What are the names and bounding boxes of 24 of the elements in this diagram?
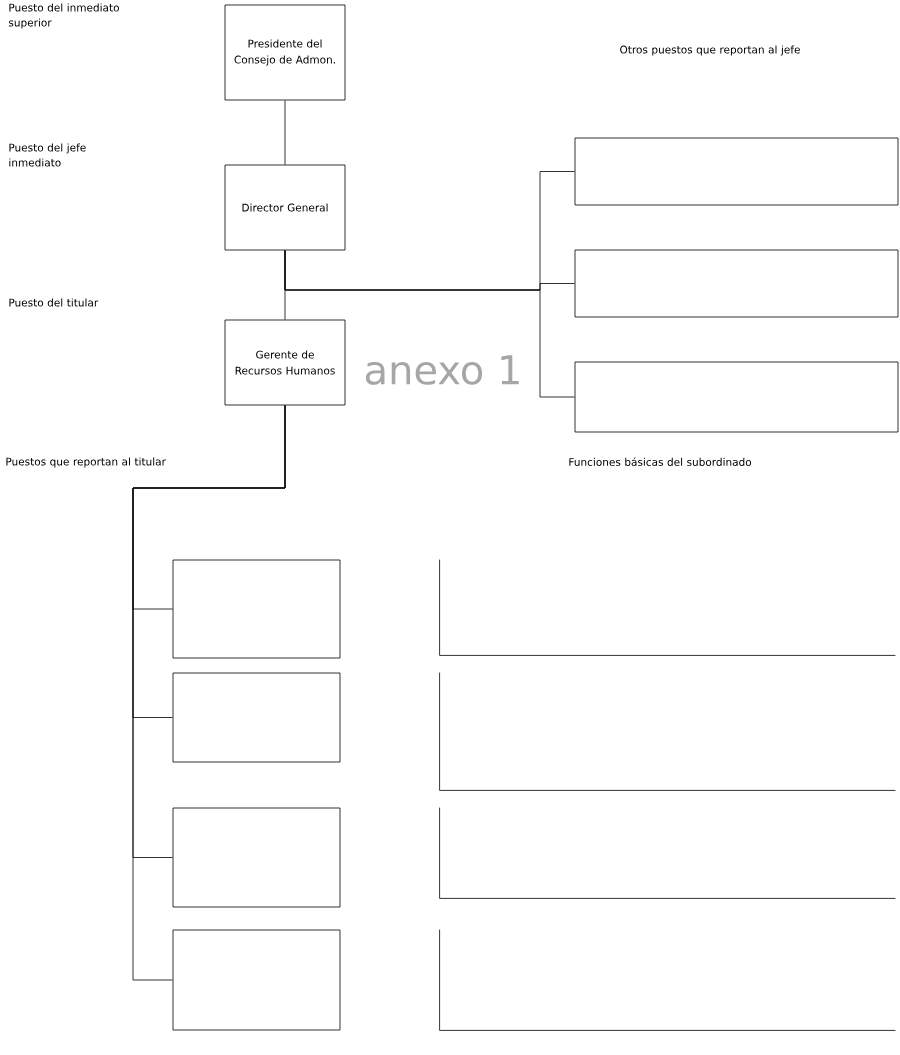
fill-in-line [439,929,896,1031]
position-box: Director General [224,164,346,251]
section-label: Puesto del titular [9,298,99,307]
position-box: Presidente del Consejo de Admon. [224,4,346,101]
watermark-text: anexo 1 [366,355,519,385]
section-label: Puesto del jefe inmediato [9,143,86,167]
empty-box [172,929,341,1031]
connector-line [284,100,286,165]
section-label: Puestos que reportan al titular [6,457,166,468]
section-label: Funciones básicas del subordinado [569,457,752,466]
empty-box [574,361,899,433]
empty-box [172,559,341,659]
section-label: Puesto del inmediato superior [8,3,119,29]
section-label: Otros puestos que reportan al jefe [620,45,800,56]
fill-in-line [439,672,896,791]
fill-in-line [439,559,896,656]
connector-line [284,250,575,398]
empty-box [574,137,899,206]
empty-box [574,249,899,318]
position-box: Gerente de Recursos Humanos [224,319,346,406]
empty-box [172,672,341,763]
fill-in-line [439,807,896,899]
connector-line [132,405,286,981]
empty-box [172,807,341,908]
